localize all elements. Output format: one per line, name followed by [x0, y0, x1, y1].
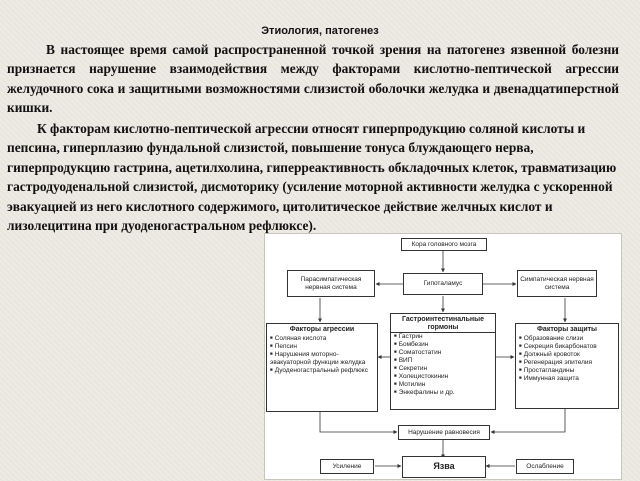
list-item: Дуоденогастральный рефлюкс — [270, 367, 377, 375]
strengthening-box: Усиление — [320, 459, 374, 474]
weakening-box: Ослабление — [516, 459, 574, 474]
hormones-title: Гастроинтестинальные гормоны — [391, 314, 495, 334]
list-item: Секретин — [394, 365, 495, 373]
list-item: Простагландины — [519, 367, 618, 375]
hormones-list: Гастрин Бомбезин Соматостатин ВИП Секрет… — [391, 333, 495, 397]
arrow-protection-imbalance — [490, 409, 566, 434]
protection-title: Факторы защиты — [536, 326, 598, 333]
parasympathetic-label: Парасимпатическая нервная система — [300, 276, 362, 291]
aggression-title: Факторы агрессии — [289, 326, 355, 333]
pathogenesis-diagram: Кора головного мозга Гипоталамус Парасим… — [264, 233, 622, 480]
slide-title: Этиология, патогенез — [261, 25, 379, 37]
arrow-aggression-imbalance — [319, 412, 398, 434]
list-item: Регенерация эпителия — [519, 359, 618, 367]
list-item: Нарушения моторно-эвакуаторной функции ж… — [270, 351, 377, 367]
list-item: Образование слизи — [519, 335, 618, 343]
protection-box: Факторы защиты Образование слизи Секреци… — [515, 323, 619, 409]
hypothalamus-label: Гипоталамус — [423, 280, 463, 288]
list-item: ВИП — [394, 357, 495, 365]
list-item: Секреция бикарбонатов — [519, 343, 618, 351]
ulcer-box: Язва — [402, 456, 486, 478]
list-item: Соляная кислота — [270, 335, 377, 343]
paragraph-pathogenesis: В настоящее время самой распространенной… — [7, 42, 619, 116]
sympathetic-box: Симпатическая нервная система — [517, 270, 597, 297]
ulcer-label: Язва — [433, 461, 455, 472]
cortex-box: Кора головного мозга — [401, 238, 487, 251]
hormones-box: Гастроинтестинальные гормоны Гастрин Бом… — [390, 313, 496, 410]
protection-list: Образование слизи Секреция бикарбонатов … — [516, 335, 618, 383]
cortex-label: Кора головного мозга — [411, 240, 477, 248]
aggression-box: Факторы агрессии Соляная кислота Пепсин … — [266, 323, 378, 412]
hypothalamus-box: Гипоталамус — [403, 273, 483, 295]
list-item: Соматостатин — [394, 349, 495, 357]
diagram-arrows — [318, 251, 567, 468]
list-item: Иммунная защита — [519, 375, 618, 383]
list-item: Должный кровоток — [519, 351, 618, 359]
imbalance-box: Нарушение равновесия — [398, 425, 490, 440]
parasympathetic-box: Парасимпатическая нервная система — [287, 270, 375, 297]
paragraph-aggression-factors: К факторам кислотно-пептической агрессии… — [7, 121, 617, 234]
list-item: Энкефалины и др. — [394, 389, 495, 397]
weakening-label: Ослабление — [526, 462, 564, 470]
list-item: Бомбезин — [394, 341, 495, 349]
list-item: Пепсин — [270, 343, 377, 351]
sympathetic-label: Симпатическая нервная система — [520, 276, 594, 291]
strengthening-label: Усиление — [332, 462, 362, 470]
aggression-list: Соляная кислота Пепсин Нарушения моторно… — [267, 335, 377, 375]
list-item: Мотилин — [394, 381, 495, 389]
imbalance-label: Нарушение равновесия — [408, 428, 480, 436]
list-item: Гастрин — [394, 333, 495, 341]
list-item: Холецистокинин — [394, 373, 495, 381]
